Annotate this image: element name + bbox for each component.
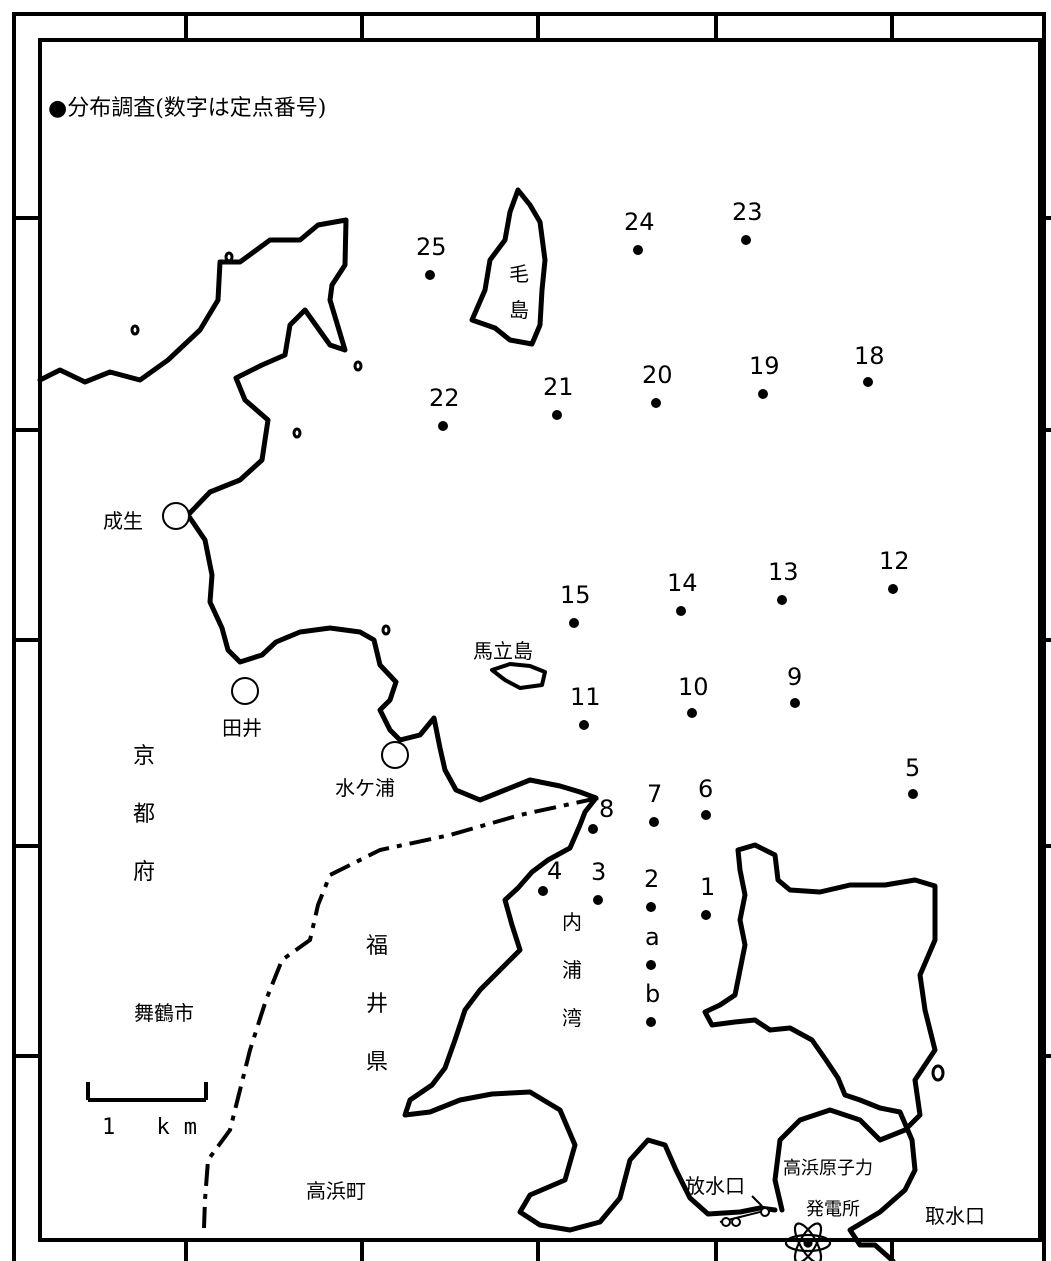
label-plant-line2: 発電所	[806, 1199, 860, 1220]
station-label: 11	[570, 683, 601, 711]
station-dot	[888, 584, 898, 594]
label-mizugaura: 水ケ浦	[335, 776, 395, 800]
outlet-marker	[719, 1195, 770, 1227]
east-shore-coast	[702, 842, 938, 1261]
frame-ticks	[14, 14, 1051, 1261]
station-dot	[777, 595, 787, 605]
station-label: 2	[644, 865, 660, 893]
station-label: 5	[905, 754, 921, 782]
label-fukui-prefecture: 福井県	[365, 934, 388, 1075]
map-title: ●分布調査(数字は定点番号)	[48, 96, 327, 121]
station-label: 3	[591, 858, 607, 886]
station-label: 4	[547, 857, 563, 885]
station-dot	[651, 398, 661, 408]
station-dot	[579, 720, 589, 730]
station-dot	[790, 698, 800, 708]
islets	[130, 251, 945, 1082]
label-umatate-island: 馬立島	[473, 639, 533, 663]
station-label: 21	[543, 373, 574, 401]
tai-marker-icon	[231, 677, 259, 705]
station-dot	[676, 606, 686, 616]
station-label: 7	[647, 780, 663, 808]
station-dot	[588, 824, 598, 834]
station-label: 24	[624, 208, 655, 236]
scale-bar	[86, 1082, 208, 1102]
station-dot	[646, 1017, 656, 1027]
station-label: 13	[768, 558, 799, 586]
station-dot	[701, 910, 711, 920]
station-label: 18	[854, 342, 885, 370]
station-label: 20	[642, 361, 673, 389]
label-intake: 取水口	[925, 1204, 985, 1228]
label-tai: 田井	[222, 716, 262, 740]
station-dot	[908, 789, 918, 799]
station-label: 25	[416, 233, 447, 261]
station-dot	[438, 421, 448, 431]
prefecture-boundary	[202, 796, 599, 1229]
label-maizuru: 舞鶴市	[134, 1001, 194, 1025]
station-label: 12	[879, 547, 910, 575]
label-naruo: 成生	[103, 509, 143, 533]
label-plant-line1: 高浜原子力	[783, 1158, 873, 1179]
station-label: b	[645, 980, 661, 1008]
station-dot	[741, 235, 751, 245]
label-uchiura-bay: 内浦湾	[562, 910, 582, 1030]
station-dot	[758, 389, 768, 399]
station-dot	[552, 410, 562, 420]
mizugaura-marker-icon	[381, 741, 409, 769]
station-label: 8	[599, 795, 615, 823]
station-label: 6	[698, 775, 714, 803]
label-kejima-island: 毛島	[509, 262, 529, 322]
station-dot	[646, 960, 656, 970]
station-label: 22	[429, 384, 460, 412]
west-peninsula-coast	[37, 217, 778, 1233]
station-dot	[569, 618, 579, 628]
label-kyoto-prefecture: 京都府	[132, 744, 155, 885]
kejima-island	[469, 187, 548, 347]
station-dot	[425, 270, 435, 280]
station-label: 1	[700, 873, 716, 901]
station-dot	[538, 886, 548, 896]
station-dot	[633, 245, 643, 255]
station-dot	[646, 902, 656, 912]
station-dot	[649, 817, 659, 827]
naruo-marker-icon	[162, 502, 190, 530]
station-label: 19	[749, 352, 780, 380]
station-dot	[863, 377, 873, 387]
label-outlet: 放水口	[685, 1174, 745, 1198]
scale-label: 1 km	[102, 1115, 211, 1140]
station-label: 10	[678, 673, 709, 701]
umatate-island	[490, 662, 547, 690]
station-label: 14	[667, 569, 698, 597]
coastline	[37, 187, 938, 1261]
station-label: 15	[560, 581, 591, 609]
station-dot	[593, 895, 603, 905]
atom-icon	[784, 1222, 832, 1261]
label-takahama-town: 高浜町	[306, 1179, 366, 1203]
station-dot	[687, 708, 697, 718]
station-label: 23	[732, 198, 763, 226]
station-label: a	[645, 923, 660, 951]
station-dot	[701, 810, 711, 820]
station-label: 9	[787, 663, 803, 691]
